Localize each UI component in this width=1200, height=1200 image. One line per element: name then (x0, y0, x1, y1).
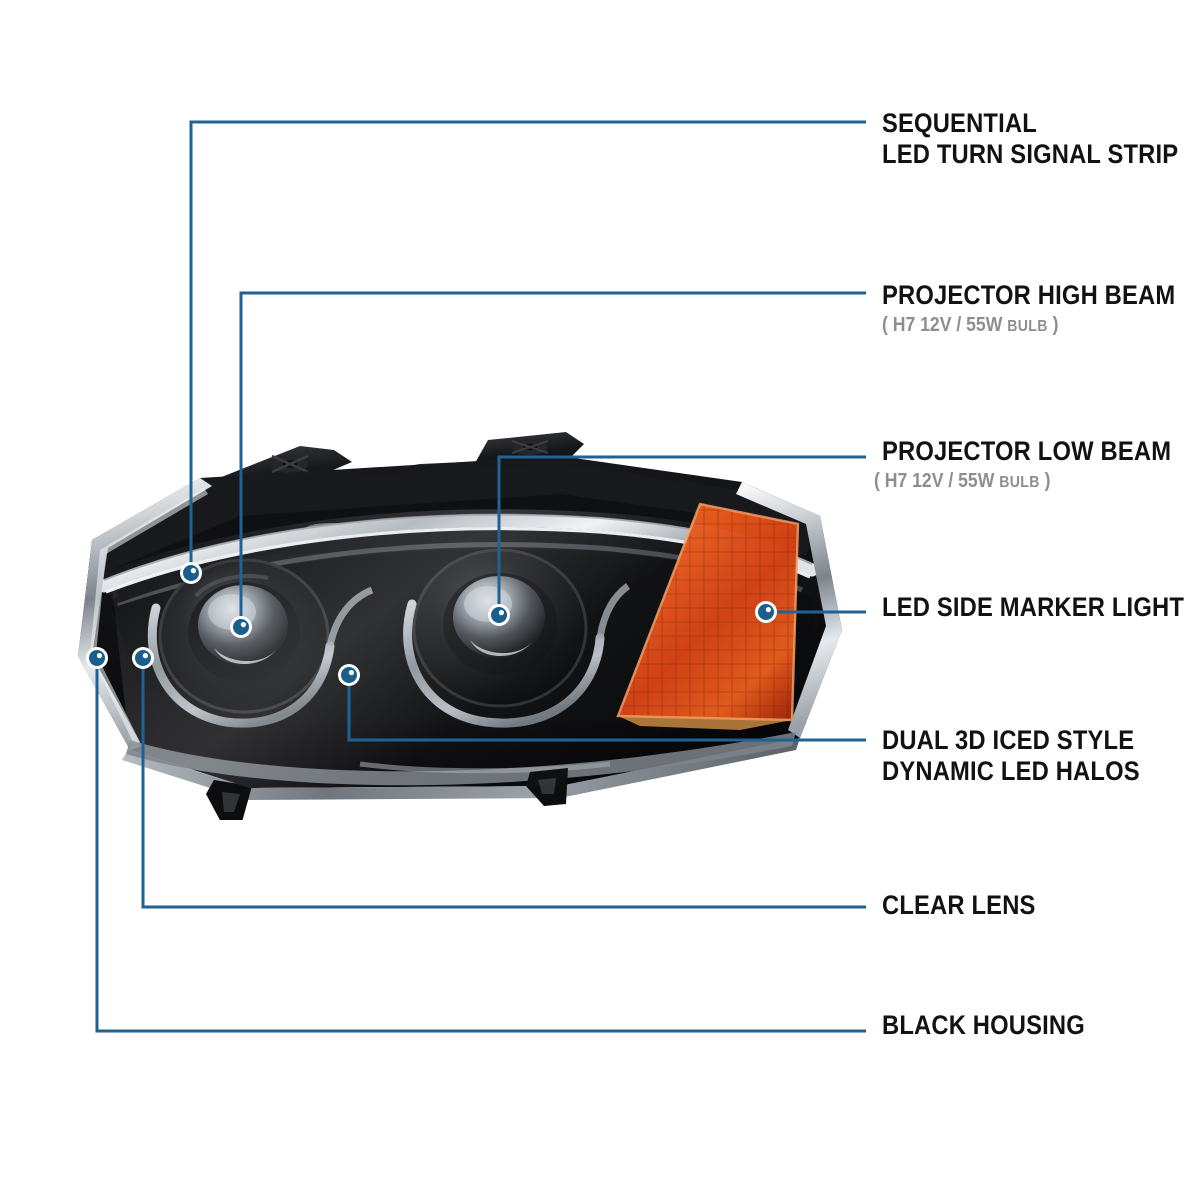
callout-dot-highlight (96, 653, 102, 659)
callout-dot-highlight (765, 607, 772, 613)
callout-title-line1: PROJECTOR HIGH BEAM (882, 280, 1176, 310)
callout-dot-core (233, 619, 249, 635)
callout-dot-clear-lens[interactable] (132, 647, 154, 669)
callout-label-black-housing: BLACK HOUSING (882, 1010, 1113, 1041)
callout-dot-core (135, 650, 151, 666)
callout-dot-sequential-led-turn-signal-strip[interactable] (180, 562, 202, 584)
callout-title-line1: CLEAR LENS (882, 890, 1036, 920)
callout-dot-highlight (142, 653, 148, 659)
callout-subtitle: ( H7 12V / 55W BULB ) (874, 470, 1051, 492)
leader-line-dual-3d-iced-style-dynamic-led-halos (347, 675, 866, 742)
callout-title-line1: PROJECTOR LOW BEAM (882, 436, 1172, 466)
callout-label-projector-low-beam: PROJECTOR LOW BEAM ( H7 12V / 55W BULB ) (874, 436, 1200, 495)
callout-dot-core (758, 604, 774, 620)
callout-dot-dual-3d-iced-style-dynamic-led-halos[interactable] (338, 664, 360, 686)
callout-subtitle: ( H7 12V / 55W BULB ) (882, 314, 1059, 336)
callout-label-dual-3d-iced-style-dynamic-led-halos: DUAL 3D ICED STYLE DYNAMIC LED HALOS (882, 725, 1175, 787)
callout-title-line1: BLACK HOUSING (882, 1010, 1085, 1040)
callout-dot-core (491, 607, 507, 623)
callout-label-projector-high-beam: PROJECTOR HIGH BEAM ( H7 12V / 55W BULB … (882, 280, 1200, 339)
callout-dot-highlight (498, 610, 504, 616)
callout-dot-black-housing[interactable] (86, 647, 108, 669)
leader-line-clear-lens (141, 658, 866, 909)
callout-title-line1: SEQUENTIAL (882, 108, 1037, 138)
callout-dot-projector-low-beam[interactable] (488, 604, 510, 626)
callout-label-clear-lens: CLEAR LENS (882, 890, 1057, 921)
callout-title-line1: DUAL 3D ICED STYLE (882, 725, 1135, 755)
callout-title-line1: LED SIDE MARKER LIGHT (882, 592, 1185, 622)
callout-title-line2: DYNAMIC LED HALOS (882, 756, 1140, 786)
callout-title-line2: LED TURN SIGNAL STRIP (882, 139, 1179, 169)
callout-dot-highlight (240, 622, 246, 628)
leader-line-sequential-led-turn-signal-strip (189, 120, 866, 573)
callout-dot-highlight (348, 670, 354, 676)
callout-dot-core (341, 667, 357, 683)
callout-dot-highlight (190, 568, 196, 574)
leader-line-black-housing (95, 658, 866, 1033)
callout-dot-projector-high-beam[interactable] (230, 616, 252, 638)
leader-line-projector-low-beam (497, 455, 866, 615)
callout-dot-core (183, 565, 199, 581)
callout-dot-led-side-marker-light[interactable] (755, 601, 777, 623)
leader-line-projector-high-beam (239, 291, 866, 627)
callout-label-sequential-led-turn-signal-strip: SEQUENTIAL LED TURN SIGNAL STRIP (882, 108, 1200, 170)
callout-label-led-side-marker-light: LED SIDE MARKER LIGHT (882, 592, 1200, 623)
lower-mounting-tab-left (206, 780, 252, 820)
callout-dot-core (89, 650, 105, 666)
